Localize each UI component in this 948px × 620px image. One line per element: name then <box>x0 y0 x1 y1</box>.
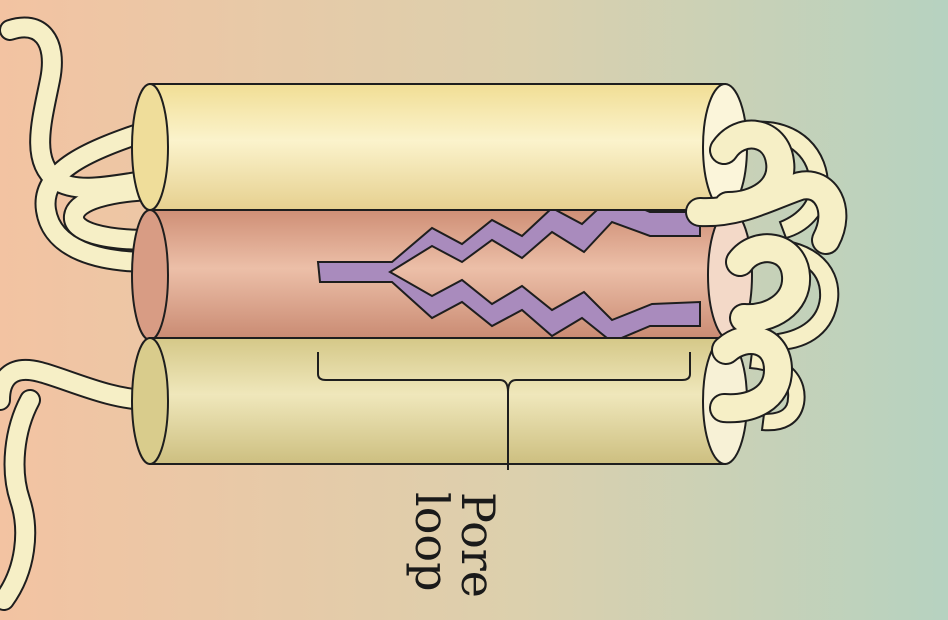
helix-bottom <box>132 338 747 464</box>
label-line-2: loop <box>405 492 459 592</box>
helix-top <box>132 84 747 210</box>
